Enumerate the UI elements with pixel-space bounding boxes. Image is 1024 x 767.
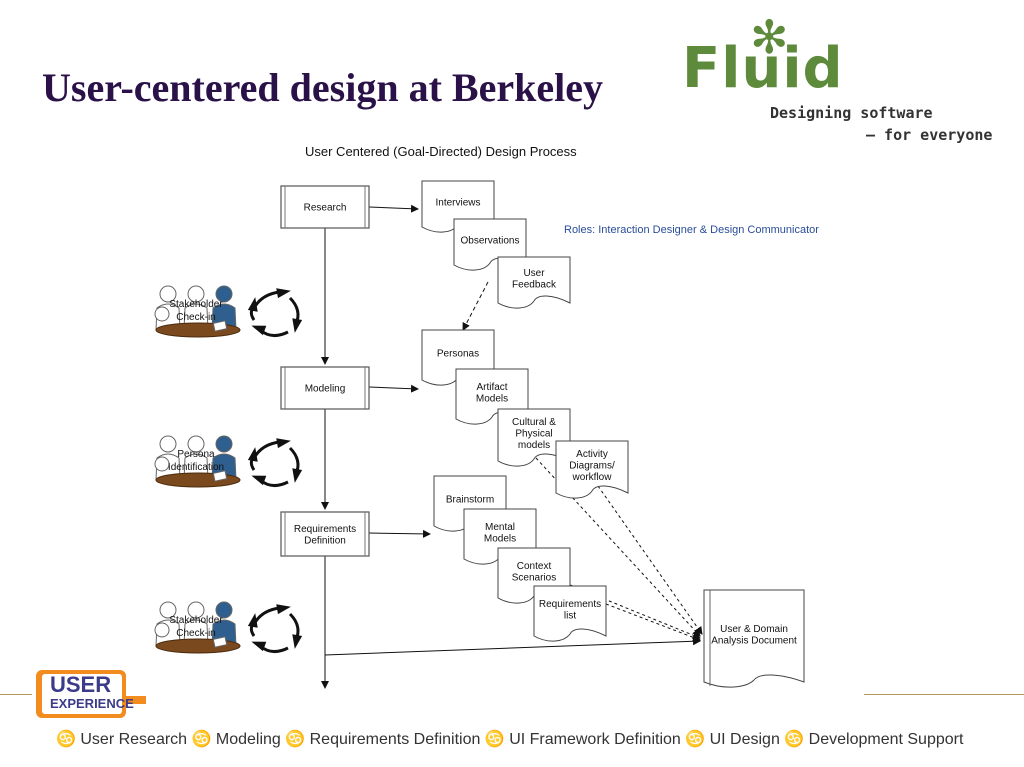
footer-rule-right [864, 694, 1024, 695]
process-box-research-label: Research [304, 203, 347, 214]
diagram-title: User Centered (Goal-Directed) Design Pro… [305, 144, 577, 159]
fluid-logo-word: Fluid [682, 36, 844, 101]
cycle-arrows-icon [247, 438, 303, 487]
logo-tagline-line1: Designing software [770, 104, 933, 122]
arrow-to-analysis-document [324, 637, 701, 656]
dashed-reqlist-to-doc [605, 603, 701, 642]
footer-rule-left [0, 694, 32, 695]
dashed-feedback-to-personas [462, 281, 489, 331]
arrow-requirements-to-brainstorm [368, 529, 431, 538]
slide-title: User-centered design at Berkeley [42, 65, 603, 110]
fluid-star-icon: ✻ [750, 10, 789, 64]
roles-label: Roles: Interaction Designer & Design Com… [564, 224, 819, 236]
process-box-modeling: Modeling [280, 366, 370, 410]
doc-personas-label: Personas [437, 349, 479, 360]
footer-process-steps: ♋ User Research ♋ Modeling ♋ Requirement… [56, 731, 964, 748]
arrow-modeling-to-personas [368, 384, 419, 393]
process-box-research: Research [280, 185, 370, 229]
doc-brainstorm-label: Brainstorm [446, 495, 494, 506]
process-box-modeling-label: Modeling [305, 384, 346, 395]
logo-tagline-line2: – for everyone [866, 126, 993, 144]
doc-interviews-label: Interviews [435, 198, 480, 209]
arrow-research-to-interviews [368, 204, 419, 213]
badge-line2: EXPERIENCE [50, 696, 134, 711]
dashed-cultural-to-doc [535, 457, 701, 637]
doc-observations-label: Observations [461, 236, 520, 247]
cycle-arrows-icon [247, 604, 303, 653]
user-experience-badge: USER EXPERIENCE [30, 666, 148, 720]
cycle-arrows-icon [247, 288, 303, 337]
badge-line1: USER [50, 672, 112, 697]
diagram-connectors [321, 204, 703, 689]
dashed-activity-to-doc [597, 485, 703, 635]
dashed-context-to-doc [569, 584, 701, 640]
fluid-logo: ✻ Fluid Designing software – for everyon… [680, 10, 1000, 150]
